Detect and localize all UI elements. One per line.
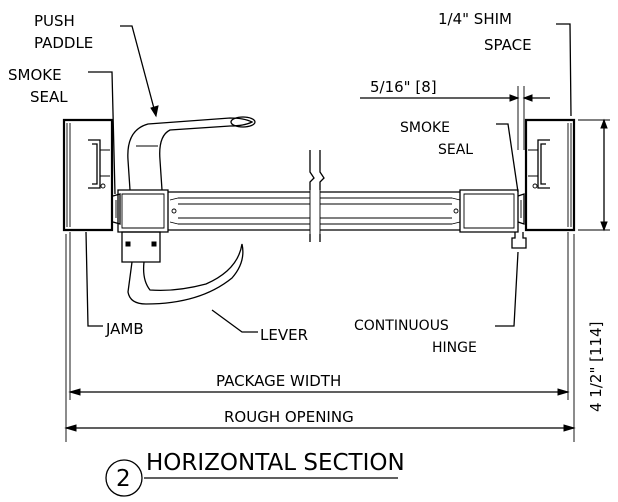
continuous-hinge (511, 232, 527, 249)
push-paddle (127, 116, 256, 191)
right-frame (524, 118, 576, 232)
label-paddle: PADDLE (34, 34, 93, 52)
label-shim: 1/4" SHIM (438, 10, 512, 28)
label-rough-opening: ROUGH OPENING (224, 408, 354, 426)
lever-handle (121, 231, 244, 305)
label-push: PUSH (34, 12, 75, 30)
detail-number-circle (105, 459, 143, 497)
section-title: 2 HORIZONTAL SECTION (105, 450, 405, 497)
label-smoke-right: SMOKE (400, 120, 450, 136)
label-lever: LEVER (260, 326, 308, 344)
label-hinge: HINGE (432, 340, 477, 356)
label-jamb: JAMB (105, 320, 144, 338)
dimension-lines (64, 86, 610, 442)
left-smoke-seal (112, 193, 121, 225)
label-shim-space: SPACE (484, 36, 532, 54)
door-leaf (117, 150, 519, 242)
leader-lines (85, 23, 572, 333)
label-package-width: PACKAGE WIDTH (216, 372, 341, 390)
section-title-text: HORIZONTAL SECTION (146, 450, 405, 476)
label-continuous: CONTINUOUS (354, 318, 449, 334)
detail-number: 2 (116, 466, 131, 492)
label-seal-right: SEAL (438, 142, 473, 158)
left-frame-jamb (62, 118, 114, 232)
right-smoke-seal (517, 193, 525, 225)
label-smoke-left: SMOKE (8, 66, 62, 84)
label-seal-left: SEAL (30, 88, 68, 106)
labels: PUSH PADDLE SMOKE SEAL 1/4" SHIM SPACE 5… (8, 10, 605, 426)
label-depth-dimension: 4 1/2" [114] (587, 322, 605, 412)
label-gap-dimension: 5/16" [8] (370, 78, 437, 96)
